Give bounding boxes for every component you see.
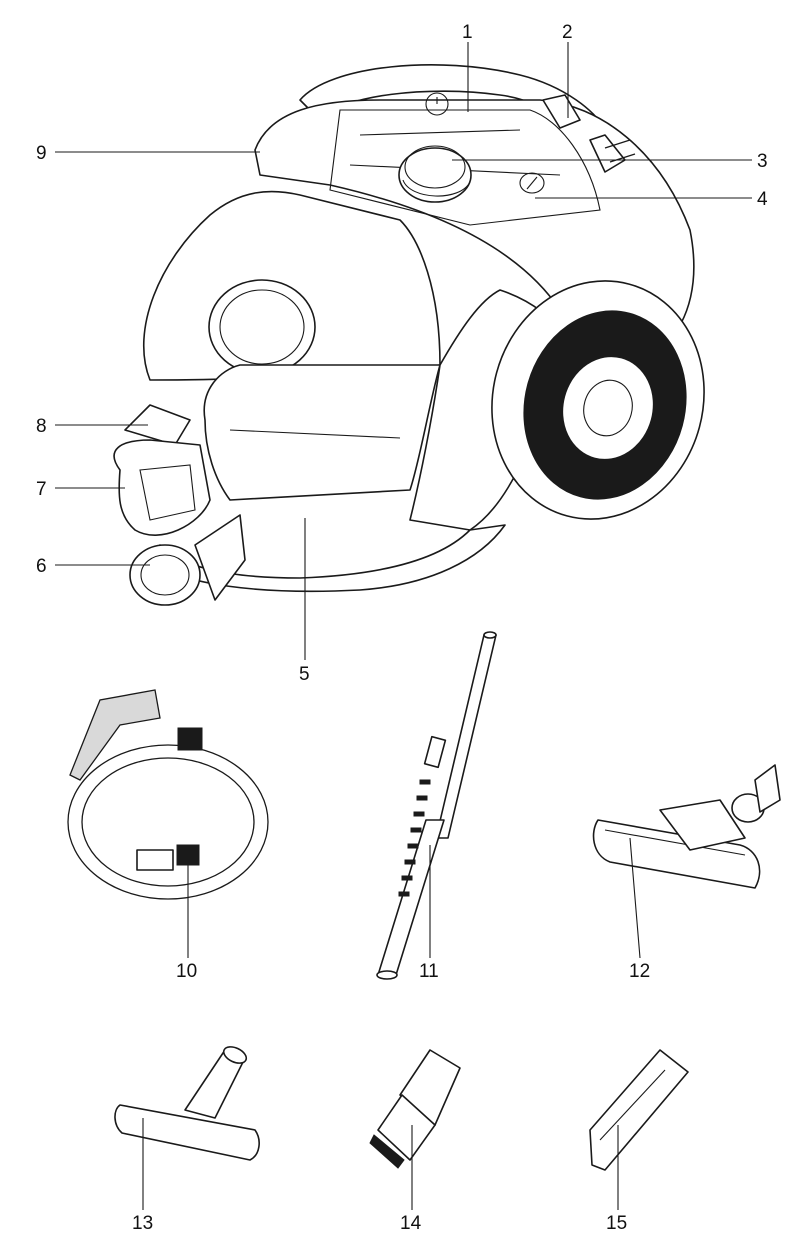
- callout-11: 11: [419, 961, 439, 982]
- callout-15: 15: [606, 1213, 627, 1234]
- callout-1: 1: [462, 22, 473, 43]
- crevice-nozzle-part: [589, 1049, 689, 1171]
- callout-7: 7: [36, 479, 47, 500]
- callout-8: 8: [36, 416, 47, 437]
- callout-12: 12: [629, 961, 650, 982]
- callout-13: 13: [132, 1213, 153, 1234]
- callout-10: 10: [176, 961, 197, 982]
- hose-part: [67, 689, 269, 900]
- leader-lines: [55, 42, 752, 1210]
- callout-4: 4: [757, 189, 768, 210]
- callout-3: 3: [757, 151, 768, 172]
- callout-14: 14: [400, 1213, 422, 1234]
- callout-2: 2: [562, 22, 573, 43]
- vacuum-main-unit: [113, 64, 705, 606]
- callout-9: 9: [36, 143, 47, 164]
- dusting-brush-part: [369, 1049, 461, 1169]
- telescopic-tube-part: [376, 631, 497, 980]
- callout-6: 6: [36, 556, 47, 577]
- floor-brush-part: [592, 764, 781, 889]
- callout-5: 5: [299, 664, 310, 685]
- furniture-nozzle-part: [114, 1046, 260, 1161]
